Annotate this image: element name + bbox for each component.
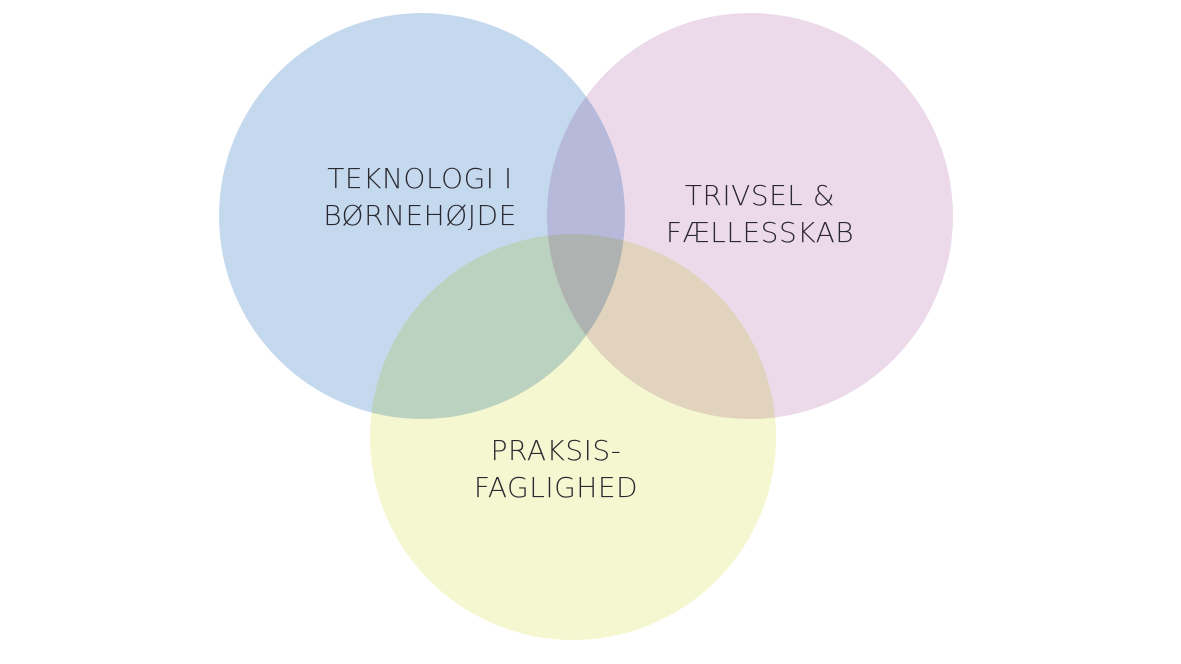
label-line: TRIVSEL & — [684, 179, 836, 212]
label-praksis: PRAKSIS- FAGLIGHED — [436, 432, 676, 506]
label-line: FÆLLESSKAB — [665, 216, 855, 249]
label-line: PRAKSIS- — [490, 434, 622, 467]
label-trivsel: TRIVSEL & FÆLLESSKAB — [640, 177, 880, 251]
label-line: TEKNOLOGI I — [327, 162, 513, 195]
circle-praksis — [370, 234, 776, 640]
label-line: FAGLIGHED — [473, 471, 639, 504]
label-line: BØRNEHØJDE — [323, 199, 517, 232]
label-teknologi: TEKNOLOGI I BØRNEHØJDE — [300, 160, 540, 234]
